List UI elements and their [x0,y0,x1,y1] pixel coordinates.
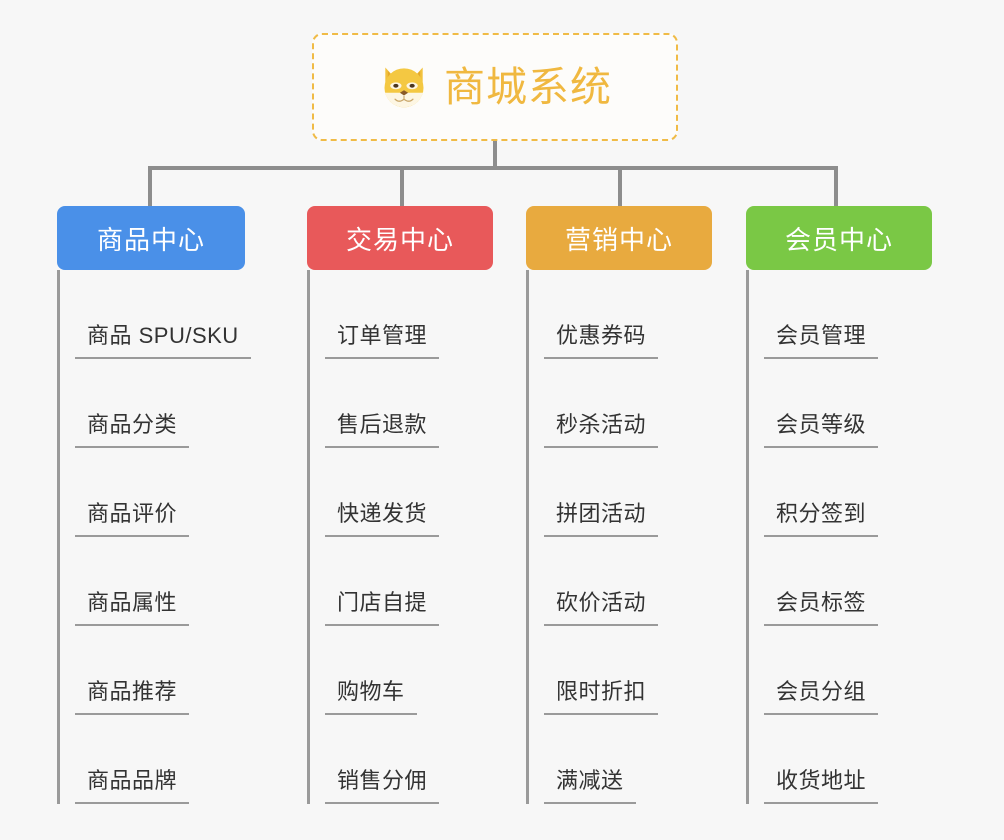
category-node-product-center[interactable]: 商品中心 [57,206,245,270]
leaf-label: 限时折扣 [544,674,659,715]
leaf-label: 商品属性 [75,585,190,626]
leaf-list-2: 订单管理 售后退款 快递发货 门店自提 购物车 销售分佣 [307,270,493,804]
list-item[interactable]: 会员分组 [764,626,932,715]
leaf-label: 销售分佣 [325,763,440,804]
category-label: 交易中心 [345,224,454,255]
leaf-label: 积分签到 [764,496,879,537]
connector-drop-3 [618,166,622,210]
connector-horizontal-bus [148,166,836,170]
root-node-shop-system[interactable]: 商城系统 [312,33,678,141]
leaf-label: 会员标签 [764,585,879,626]
leaf-label: 商品 SPU/SKU [75,318,251,359]
list-item[interactable]: 快递发货 [325,448,493,537]
leaf-label: 快递发货 [325,496,440,537]
root-title: 商城系统 [444,63,612,110]
branch-column-2: 交易中心 订单管理 售后退款 快递发货 门店自提 购物车 销售分佣 [307,206,493,804]
leaf-label: 商品品牌 [75,763,190,804]
list-item[interactable]: 拼团活动 [544,448,712,537]
list-item[interactable]: 收货地址 [764,715,932,804]
category-node-trade-center[interactable]: 交易中心 [307,206,493,270]
leaf-label: 商品分类 [75,407,190,448]
list-item[interactable]: 商品属性 [75,537,245,626]
list-item[interactable]: 商品评价 [75,448,245,537]
leaf-label: 会员等级 [764,407,879,448]
list-item[interactable]: 会员等级 [764,359,932,448]
connector-drop-1 [148,166,152,210]
category-node-marketing-center[interactable]: 营销中心 [526,206,712,270]
leaf-label: 商品推荐 [75,674,190,715]
leaf-label: 满减送 [544,763,636,804]
leaf-label: 拼团活动 [544,496,659,537]
leaf-label: 售后退款 [325,407,440,448]
connector-root-stem [493,141,497,170]
leaf-label: 订单管理 [325,318,440,359]
leaf-label: 会员分组 [764,674,879,715]
leaf-label: 秒杀活动 [544,407,659,448]
branch-column-3: 营销中心 优惠券码 秒杀活动 拼团活动 砍价活动 限时折扣 满减送 [526,206,712,804]
list-item[interactable]: 优惠券码 [544,270,712,359]
list-item[interactable]: 商品品牌 [75,715,245,804]
list-item[interactable]: 商品 SPU/SKU [75,270,251,359]
branch-column-1: 商品中心 商品 SPU/SKU 商品分类 商品评价 商品属性 商品推荐 商品品牌 [57,206,251,804]
list-item[interactable]: 售后退款 [325,359,493,448]
list-item[interactable]: 购物车 [325,626,493,715]
list-item[interactable]: 销售分佣 [325,715,493,804]
list-item[interactable]: 满减送 [544,715,712,804]
leaf-label: 门店自提 [325,585,440,626]
branch-column-4: 会员中心 会员管理 会员等级 积分签到 会员标签 会员分组 收货地址 [746,206,932,804]
list-item[interactable]: 限时折扣 [544,626,712,715]
list-item[interactable]: 秒杀活动 [544,359,712,448]
list-item[interactable]: 商品分类 [75,359,245,448]
shiba-dog-face-icon [384,67,424,109]
leaf-list-3: 优惠券码 秒杀活动 拼团活动 砍价活动 限时折扣 满减送 [526,270,712,804]
leaf-label: 砍价活动 [544,585,659,626]
leaf-list-1: 商品 SPU/SKU 商品分类 商品评价 商品属性 商品推荐 商品品牌 [57,270,251,804]
leaf-label: 收货地址 [764,763,879,804]
connector-drop-4 [834,166,838,210]
list-item[interactable]: 门店自提 [325,537,493,626]
category-label: 会员中心 [784,224,893,255]
leaf-label: 优惠券码 [544,318,659,359]
list-item[interactable]: 订单管理 [325,270,493,359]
connector-drop-2 [400,166,404,210]
list-item[interactable]: 砍价活动 [544,537,712,626]
leaf-label: 商品评价 [75,496,190,537]
list-item[interactable]: 积分签到 [764,448,932,537]
category-node-member-center[interactable]: 会员中心 [746,206,932,270]
category-label: 商品中心 [96,224,205,255]
category-label: 营销中心 [564,224,673,255]
list-item[interactable]: 商品推荐 [75,626,245,715]
list-item[interactable]: 会员标签 [764,537,932,626]
list-item[interactable]: 会员管理 [764,270,932,359]
leaf-label: 会员管理 [764,318,879,359]
leaf-list-4: 会员管理 会员等级 积分签到 会员标签 会员分组 收货地址 [746,270,932,804]
leaf-label: 购物车 [325,674,417,715]
